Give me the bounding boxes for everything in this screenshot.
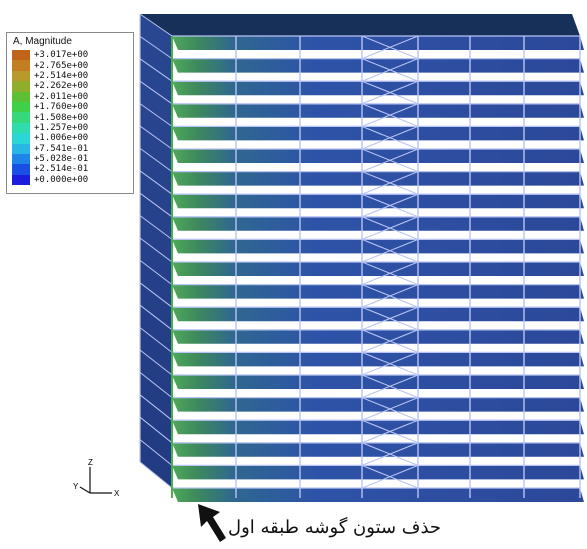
side-beam [139, 439, 173, 466]
legend-swatch [12, 81, 30, 92]
brace [361, 351, 419, 376]
arrow-icon [198, 504, 226, 542]
legend-swatch [12, 101, 30, 113]
x-axis-label: X [114, 489, 120, 498]
legend-swatch [12, 164, 30, 175]
legend-swatch [12, 91, 30, 102]
brace [361, 464, 419, 489]
brace [361, 216, 419, 240]
legend-row: +1.257e+00 [12, 122, 130, 134]
legend-swatch [12, 174, 30, 186]
brace [361, 80, 419, 105]
legend-value: +2.765e+00 [34, 60, 89, 71]
legend-value: +3.017e+00 [34, 50, 89, 61]
legend-row: +7.541e-01 [12, 143, 130, 154]
legend-swatch [12, 112, 30, 123]
legend-title: A, Magnitude [13, 36, 72, 47]
legend-row: +2.262e+00 [12, 81, 130, 92]
legend-value: +7.541e-01 [34, 143, 89, 154]
legend-row: +1.006e+00 [12, 133, 130, 144]
brace [361, 261, 419, 286]
brace [361, 148, 419, 173]
legend-row: +2.514e+00 [12, 70, 130, 82]
legend-swatch [12, 70, 30, 82]
legend-row: +1.508e+00 [12, 112, 130, 123]
legend-entries: +3.017e+00+2.765e+00+2.514e+00+2.262e+00… [12, 50, 130, 186]
brace [361, 397, 419, 421]
legend-value: +2.514e+00 [34, 70, 89, 81]
brace [361, 103, 419, 127]
brace [361, 193, 419, 218]
axis-triad: Z X Y [73, 458, 120, 498]
brace [361, 58, 419, 82]
legend-value: +2.262e+00 [34, 81, 89, 92]
side-beam [139, 170, 173, 195]
floor-slab [172, 488, 584, 502]
side-beam [139, 192, 173, 218]
side-beam [139, 237, 173, 263]
contour-legend: A, Magnitude +3.017e+00+2.765e+00+2.514e… [6, 32, 134, 194]
brace [361, 419, 419, 444]
brace [361, 238, 419, 263]
legend-swatch [12, 143, 30, 154]
figure-caption: حذف ستون گوشه طبقه اول [228, 517, 442, 538]
brace [361, 329, 419, 353]
side-face [140, 14, 172, 488]
side-beam [139, 416, 173, 444]
brace [361, 306, 419, 331]
legend-row: +2.514e-01 [12, 164, 130, 175]
legend-row: +0.000e+00 [12, 174, 130, 186]
y-axis-label: Y [73, 482, 79, 491]
brace [361, 442, 419, 466]
side-beam [139, 461, 173, 489]
side-beam [139, 372, 173, 398]
legend-value: +1.006e+00 [34, 133, 89, 144]
side-beam [139, 394, 173, 421]
legend-value: +1.508e+00 [34, 112, 89, 123]
roof-slab [140, 14, 580, 36]
side-beam [139, 80, 173, 105]
brace [361, 374, 419, 399]
legend-row: +5.028e-01 [12, 153, 130, 165]
side-beam [139, 125, 173, 150]
side-beam [139, 103, 173, 127]
brace [361, 35, 419, 60]
legend-swatch [12, 122, 30, 134]
side-beam [139, 304, 173, 331]
side-beam [139, 327, 173, 353]
side-beam [139, 349, 173, 376]
legend-value: +2.514e-01 [34, 164, 89, 175]
side-beam [139, 215, 173, 240]
legend-swatch [12, 50, 30, 61]
y-axis-line [79, 486, 91, 494]
legend-value: +2.011e+00 [34, 91, 89, 102]
legend-swatch [12, 60, 30, 71]
legend-row: +1.760e+00 [12, 101, 130, 113]
legend-row: +3.017e+00 [12, 50, 130, 61]
legend-value: +0.000e+00 [34, 174, 89, 185]
legend-row: +2.011e+00 [12, 91, 130, 102]
legend-value: +1.760e+00 [34, 102, 89, 113]
side-beam [139, 147, 173, 173]
legend-swatch [12, 153, 30, 165]
side-beam [139, 58, 173, 82]
side-beam [139, 260, 173, 285]
side-beam [139, 13, 173, 37]
brace [361, 125, 419, 150]
legend-value: +5.028e-01 [34, 154, 89, 165]
side-beam [139, 282, 173, 308]
brace [361, 171, 419, 195]
side-beam [139, 35, 173, 60]
legend-value: +1.257e+00 [34, 122, 89, 133]
legend-row: +2.765e+00 [12, 60, 130, 71]
brace [361, 284, 419, 308]
z-axis-label: Z [88, 458, 93, 467]
legend-swatch [12, 133, 30, 144]
